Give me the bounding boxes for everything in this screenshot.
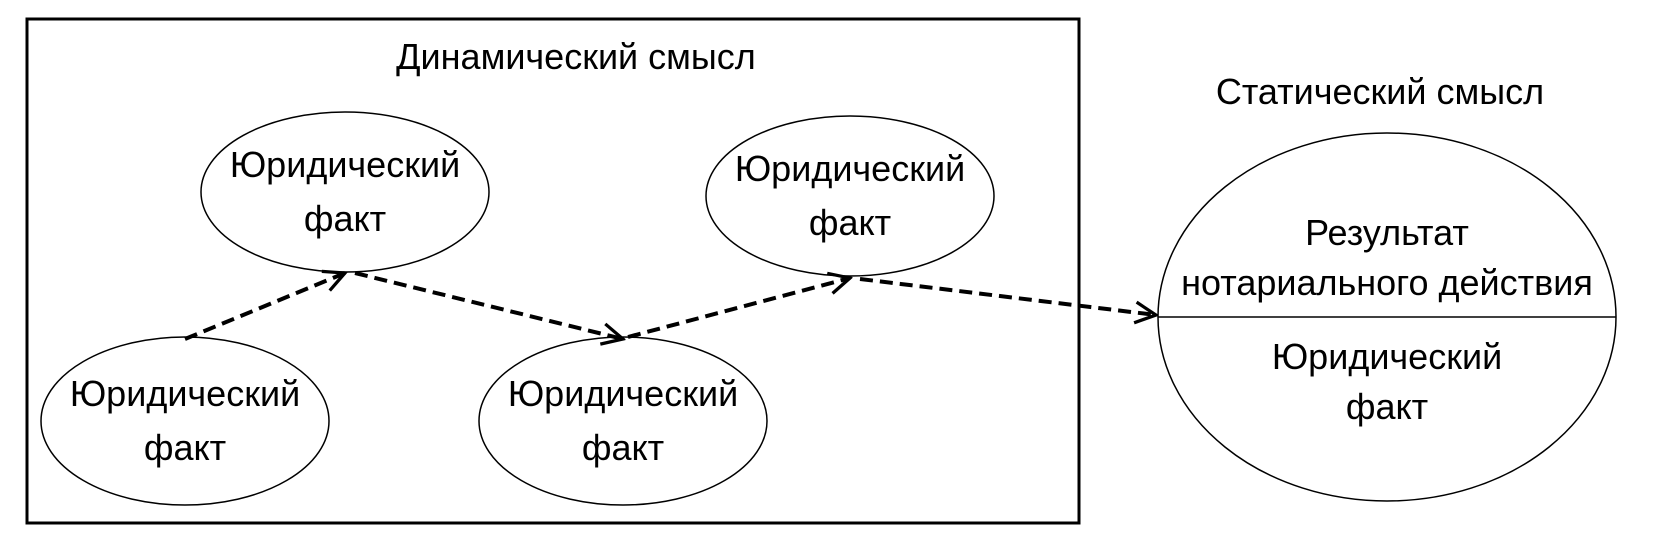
fact-node-1-line1: Юридический [69, 373, 301, 414]
fact-node-3: Юридический факт [479, 337, 767, 505]
fact-node-4: Юридический факт [706, 116, 994, 276]
result-line1: Результат [1305, 211, 1469, 253]
fact-node-4-line1: Юридический [734, 148, 966, 189]
dynamic-title: Динамический смысл [396, 36, 756, 77]
static-title: Статический смысл [1215, 71, 1545, 112]
fact-node-1-line2: факт [143, 427, 227, 468]
fact-node-2-line1: Юридический [229, 144, 461, 185]
arrow-fact1-to-fact2 [184, 273, 345, 341]
fact-node-3-line1: Юридический [507, 373, 739, 414]
result-line2: нотариального действия [1181, 262, 1593, 303]
result-label: Результат нотариального действия [1158, 208, 1616, 308]
fact-node-1: Юридический факт [41, 337, 329, 505]
fact-node-4-line2: факт [808, 202, 892, 243]
static-fact-line2: факт [1345, 386, 1429, 427]
arrow-fact4-to-result [859, 277, 1156, 315]
arrow-fact3-to-fact4 [627, 278, 850, 339]
fact-node-3-line2: факт [581, 427, 665, 468]
arrow-fact2-to-fact3 [354, 271, 623, 339]
dynamic-frame [25, 17, 1081, 525]
static-fact-line1: Юридический [1271, 335, 1503, 377]
static-fact-label: Юридический факт [1158, 332, 1616, 432]
fact-node-2: Юридический факт [201, 112, 489, 272]
fact-node-2-line2: факт [303, 198, 387, 239]
